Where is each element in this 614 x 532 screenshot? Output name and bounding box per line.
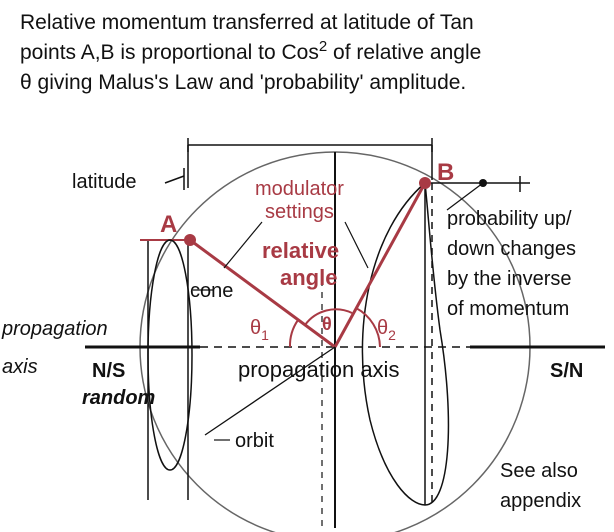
random-label: random (82, 387, 155, 409)
modulator-leader-right (344, 221, 369, 269)
see-also-label-line-1: See also (500, 460, 578, 482)
theta1-label: θ1 (250, 317, 269, 343)
orbit-line-a (204, 346, 336, 436)
point-b-label: B (437, 159, 454, 186)
propagation-axis-center-label: propagation axis (238, 357, 399, 382)
sn-label: S/N (550, 360, 583, 382)
theta-label: θ (322, 314, 332, 334)
relative-angle-label-line-2: angle (280, 265, 337, 290)
caption-line-2-start: points A,B is proportional to Cos (20, 41, 319, 64)
probability-label-line-1: probability up/ (447, 208, 572, 230)
probability-leader (446, 182, 484, 211)
modulator-leader-left (223, 221, 263, 269)
caption-line-2: points A,B is proportional to Cos2 of re… (20, 38, 610, 68)
modulator-label-line-1: modulator (255, 178, 344, 200)
probability-label-line-2: down changes (447, 238, 576, 260)
propagation-axis-left-line-1: propagation (1, 318, 108, 340)
theta-arc (304, 308, 353, 326)
latitude-label: latitude (72, 171, 137, 193)
latitude-pointer (164, 175, 185, 184)
caption-exponent: 2 (318, 38, 328, 55)
point-b-marker (419, 177, 431, 189)
probability-label-line-3: by the inverse (447, 268, 572, 290)
b-orbit-wave (361, 182, 450, 506)
propagation-axis-left-line-2: axis (2, 356, 38, 378)
relative-angle-label-line-1: relative (262, 238, 339, 263)
theta2-symbol: θ (377, 317, 388, 339)
point-a-label: A (160, 211, 177, 238)
theta1-subscript: 1 (261, 327, 269, 343)
caption-line-1: Relative momentum transferred at latitud… (20, 11, 474, 34)
point-a-marker (184, 234, 196, 246)
see-also-label-line-2: appendix (500, 490, 581, 512)
caption-line-2-end: of relative angle (327, 41, 482, 64)
cone-label: cone (190, 280, 233, 302)
caption-line-3: θ giving Malus's Law and 'probability' a… (20, 71, 467, 94)
theta1-symbol: θ (250, 317, 261, 339)
vector-a (189, 238, 336, 349)
theta2-arc (355, 307, 381, 348)
cone-ellipse (147, 239, 193, 471)
theta1-arc (288, 319, 299, 348)
ns-label: N/S (92, 360, 125, 382)
probability-label-line-4: of momentum (447, 298, 569, 320)
modulator-label-line-2: settings (265, 201, 334, 223)
caption: Relative momentum transferred at latitud… (20, 8, 610, 98)
theta2-subscript: 2 (388, 327, 396, 343)
orbit-label: orbit (235, 430, 274, 452)
vector-b (333, 182, 427, 348)
theta2-label: θ2 (377, 317, 396, 343)
